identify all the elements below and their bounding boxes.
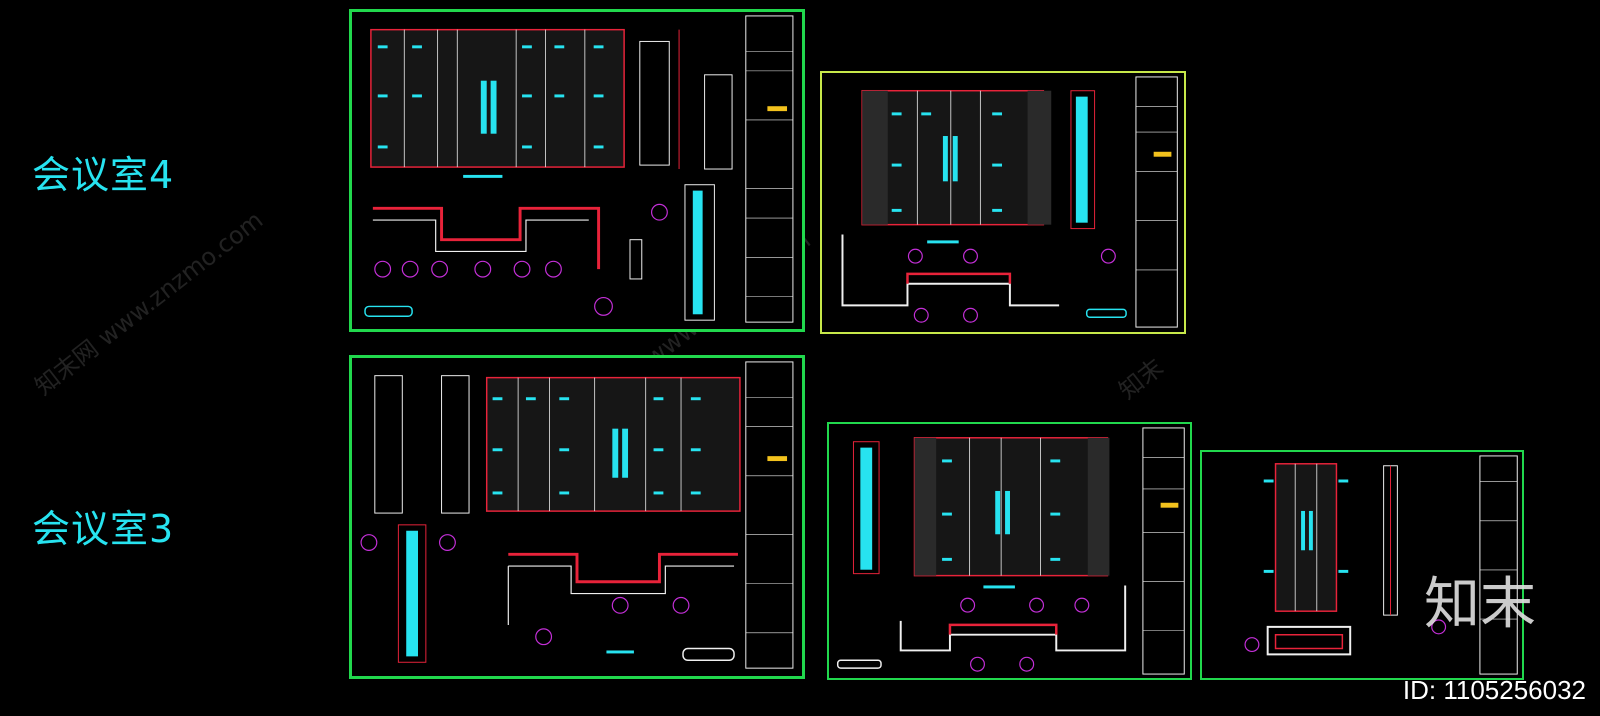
cad-drawing (841, 76, 1178, 328)
drawing-sheet-room3-a (349, 355, 805, 679)
room-3-label: 会议室3 (32, 507, 175, 551)
drawing-sheet-room4-a (349, 9, 805, 332)
room-4-label: 会议室4 (32, 153, 175, 197)
brand-logo: 知末 (1424, 572, 1536, 637)
cad-drawing (836, 427, 1185, 675)
drawing-sheet-room3-b (827, 422, 1192, 680)
drawing-sheet-room4-b (820, 71, 1186, 334)
drawing-sheet-room3-c (1200, 450, 1524, 680)
image-id-label: ID: 1105256032 (1402, 675, 1586, 705)
watermark-right: 知末 (1113, 353, 1169, 405)
cad-drawing (1244, 455, 1518, 675)
cad-drawing (364, 15, 794, 323)
cad-drawing (360, 361, 794, 669)
watermark-left: 知末网 www.znzmo.com (29, 205, 269, 401)
